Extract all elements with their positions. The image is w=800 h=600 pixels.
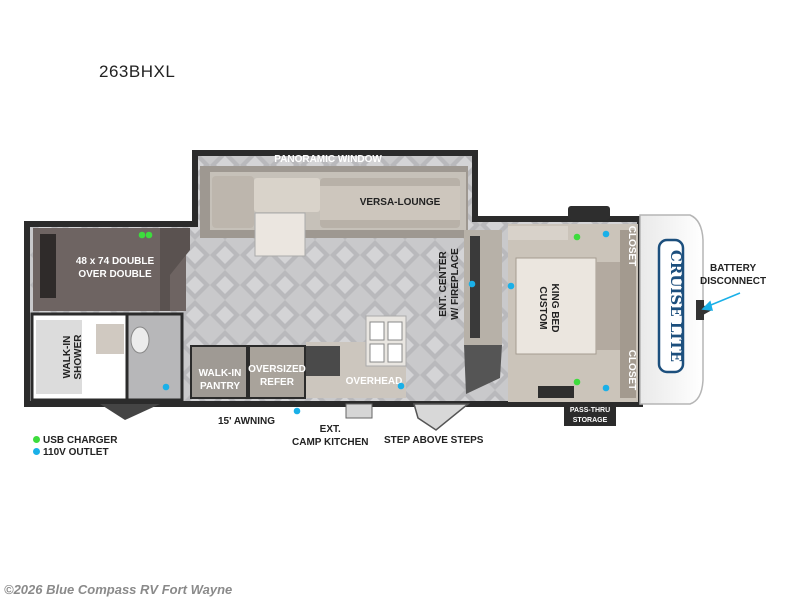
versa-lounge-label: VERSA-LOUNGE [360, 197, 441, 208]
bunk-label-line1: 48 x 74 DOUBLE [76, 256, 155, 267]
shower-label-line1: WALK-IN [62, 336, 73, 379]
svg-text:CRUISE LITE: CRUISE LITE [667, 250, 685, 362]
usb-charger-dots [138, 231, 581, 386]
overhead-label: OVERHEAD [346, 376, 403, 387]
bunk-beds [33, 228, 190, 311]
model-name: 263BHXL [99, 62, 176, 81]
pantry-label-line1: WALK-IN [199, 368, 242, 379]
ent-center-label-line1: ENT. CENTER [438, 250, 449, 316]
front-cap: CRUISE LITE [639, 214, 704, 405]
kitchen [248, 315, 407, 399]
outlet-dot [162, 383, 170, 391]
pass-thru-label-line1: PASS-THRU [570, 407, 610, 414]
usb-dot-icon [33, 436, 40, 443]
battery-disconnect-label: BATTERY DISCONNECT [700, 263, 767, 287]
outlet-dot [507, 282, 515, 290]
outlet-dots [162, 230, 610, 415]
outlet-dot [468, 280, 476, 288]
usb-charger-dot [573, 233, 581, 241]
outlet-dot [602, 230, 610, 238]
versa-lounge-slide [200, 166, 468, 257]
outlet-dot-icon [33, 448, 40, 455]
outlet-dot [293, 407, 301, 415]
awning-label: 15' AWNING [218, 416, 276, 427]
outlet-dot [397, 382, 405, 390]
copyright: ©2026 Blue Compass RV Fort Wayne [4, 582, 233, 597]
closet-top-label: CLOSET [626, 226, 637, 267]
camp-kitchen-label: EXT. CAMP KITCHEN [292, 424, 369, 448]
usb-charger-dot [138, 231, 146, 239]
pass-thru-label-line2: STORAGE [573, 417, 608, 424]
bathroom [30, 312, 184, 402]
entry-door [100, 403, 471, 431]
bed-label-line2: KING BED [549, 284, 560, 333]
step-label: STEP ABOVE STEPS [384, 435, 484, 446]
panoramic-window-label: PANORAMIC WINDOW [274, 154, 382, 165]
pantry-label-line2: PANTRY [200, 381, 240, 392]
ent-center-label-line2: W/ FIREPLACE [450, 248, 461, 320]
legend-usb: USB CHARGER [33, 435, 117, 446]
entertainment-center [464, 230, 502, 394]
battery-arrow [701, 292, 741, 311]
bunk-label-line2: OVER DOUBLE [78, 269, 152, 280]
bed-label-line1: CUSTOM [537, 286, 548, 329]
shower-label-line2: SHOWER [73, 334, 84, 380]
bedroom [508, 206, 638, 402]
legend-outlet: 110V OUTLET [33, 447, 109, 458]
refer-label-line2: REFER [260, 377, 295, 388]
refer-label-line1: OVERSIZED [248, 364, 306, 375]
outlet-dot [602, 384, 610, 392]
usb-charger-dot [573, 378, 581, 386]
walk-in-pantry [190, 345, 248, 399]
usb-charger-dot [145, 231, 153, 239]
pass-thru-storage [564, 402, 616, 426]
closet-bottom-label: CLOSET [626, 350, 637, 391]
